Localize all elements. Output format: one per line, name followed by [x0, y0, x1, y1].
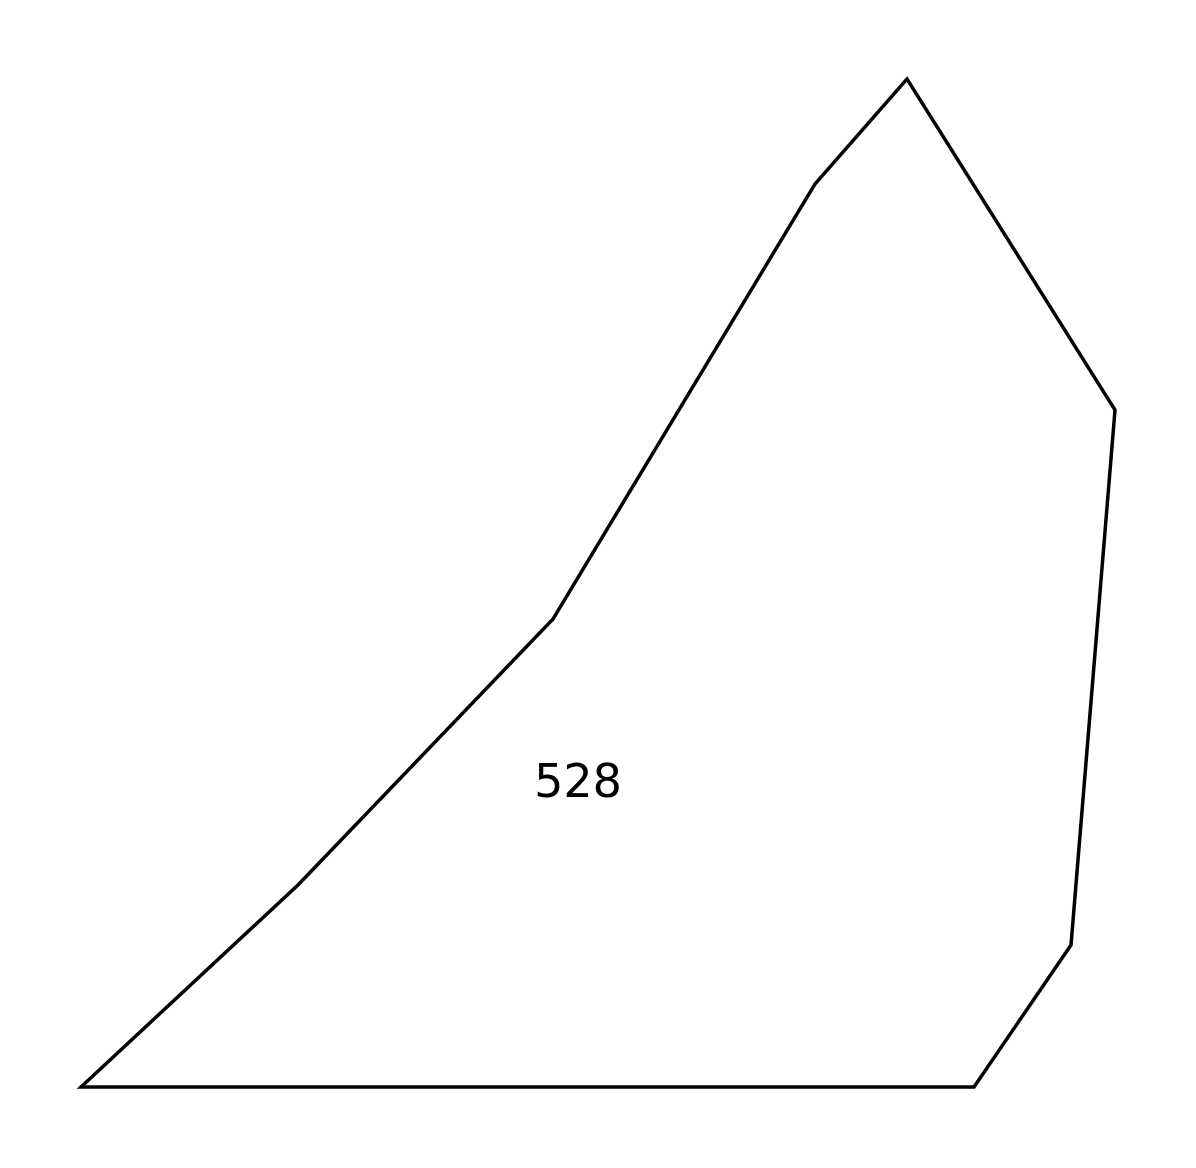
polygon-label: 528 [534, 754, 622, 808]
polygon-shape [76, 76, 1117, 1089]
